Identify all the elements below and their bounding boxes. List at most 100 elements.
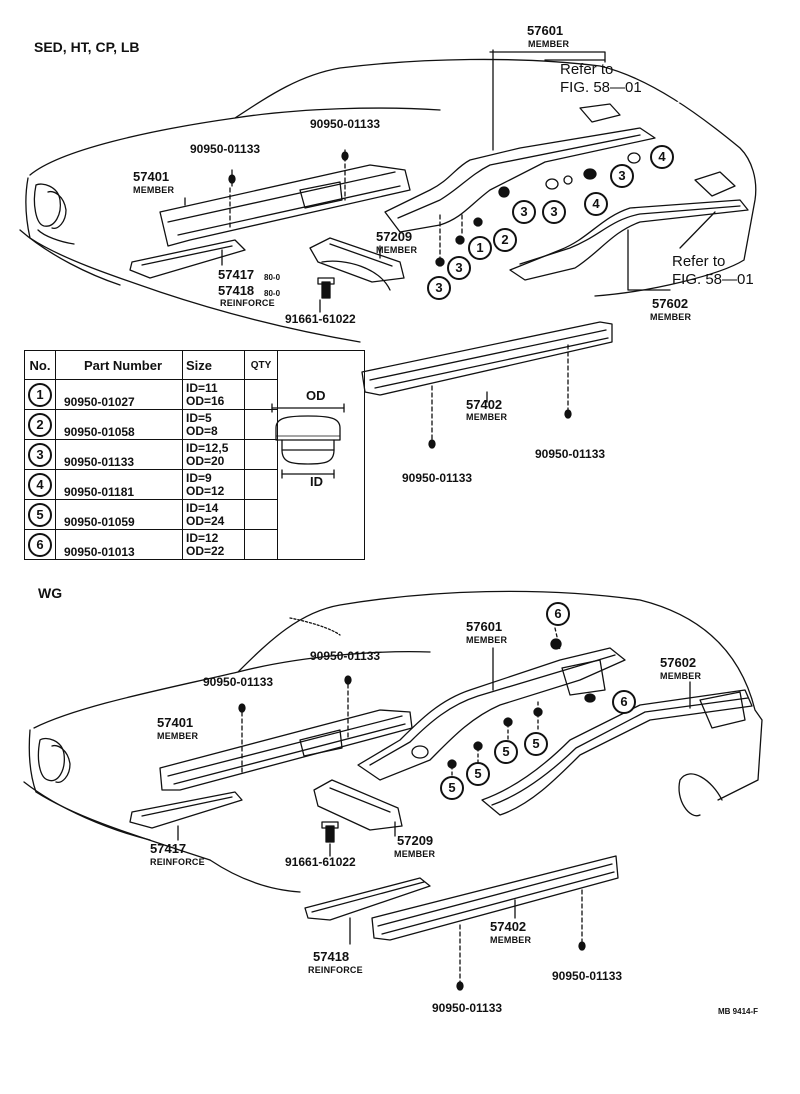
row-id-5: ID=14 bbox=[186, 500, 219, 515]
label-reinforce-top: REINFORCE bbox=[220, 298, 275, 308]
row-number-5: 5 bbox=[28, 502, 52, 527]
bottom-reinforce-57418 bbox=[304, 877, 431, 921]
label-57209-bottom-sub: MEMBER bbox=[394, 849, 436, 859]
label-90950-bottom-c: 90950-01133 bbox=[552, 969, 623, 983]
section-title-bottom: WG bbox=[38, 585, 63, 601]
label-57601-bottom-sub: MEMBER bbox=[466, 635, 508, 645]
col-no: No. bbox=[24, 350, 56, 380]
row-id-4: ID=9 bbox=[186, 470, 212, 485]
label-57418-top: 57418 bbox=[218, 283, 255, 298]
label-57417-bottom-sub: REINFORCE bbox=[150, 857, 205, 867]
label-57602-top-sub: MEMBER bbox=[650, 312, 692, 322]
top-member-57602 bbox=[509, 171, 749, 281]
callout-top-3e: 3 bbox=[427, 276, 451, 300]
row-part-3: 90950-01133 bbox=[55, 439, 183, 470]
top-member-57402 bbox=[361, 321, 613, 441]
top-member-57401 bbox=[159, 149, 411, 247]
label-57402-top: 57402 bbox=[466, 397, 503, 412]
figure-code: MB 9414-F bbox=[718, 1007, 759, 1016]
callout-top-4b: 4 bbox=[584, 192, 608, 216]
row-id-2: ID=5 bbox=[186, 410, 212, 425]
bottom-reinforce-57417 bbox=[129, 791, 243, 829]
top-grommets bbox=[228, 151, 597, 449]
top-reinforce-57417 bbox=[129, 239, 246, 279]
section-title-top: SED, HT, CP, LB bbox=[34, 39, 140, 55]
row-number-6: 6 bbox=[28, 532, 52, 557]
col-qty: QTY bbox=[244, 350, 278, 380]
label-57601-top-sub: MEMBER bbox=[528, 39, 570, 49]
bottom-member-57402 bbox=[371, 855, 619, 983]
callout-bottom-6b: 6 bbox=[612, 690, 636, 714]
label-57401-top-sub: MEMBER bbox=[133, 185, 175, 195]
label-90950-top-d: 90950-01133 bbox=[402, 471, 473, 485]
callout-top-3b: 3 bbox=[512, 200, 536, 224]
refer-to-1a: Refer to bbox=[560, 61, 614, 78]
callout-bottom-5c: 5 bbox=[466, 762, 490, 786]
label-57401-top: 57401 bbox=[133, 169, 170, 184]
row-id-6: ID=12 bbox=[186, 530, 219, 545]
label-57417-top: 57417 bbox=[218, 267, 255, 282]
row-od-1: OD=16 bbox=[186, 393, 225, 408]
row-number-1: 1 bbox=[28, 382, 52, 407]
label-57401-bottom-sub: MEMBER bbox=[157, 731, 199, 741]
row-number-4: 4 bbox=[28, 472, 52, 497]
callout-top-2: 2 bbox=[493, 228, 517, 252]
row-od-6: OD=22 bbox=[186, 543, 225, 558]
label-57402-bottom: 57402 bbox=[490, 919, 527, 934]
label-57601-top: 57601 bbox=[527, 23, 564, 38]
row-od-2: OD=8 bbox=[186, 423, 218, 438]
label-57402-bottom-sub: MEMBER bbox=[490, 935, 532, 945]
code-57417: 80-0 bbox=[264, 273, 281, 282]
row-part-6: 90950-01013 bbox=[55, 529, 183, 560]
top-bolt bbox=[317, 277, 335, 299]
col-size: Size bbox=[182, 350, 245, 380]
label-57417-bottom: 57417 bbox=[150, 841, 187, 856]
refer-to-2b: FIG. 58—01 bbox=[672, 271, 754, 288]
callout-top-3d: 3 bbox=[447, 256, 471, 280]
label-90950-top-b: 90950-01133 bbox=[190, 142, 261, 156]
callout-top-1: 1 bbox=[468, 236, 492, 260]
callout-top-4a: 4 bbox=[650, 145, 674, 169]
id-label: ID bbox=[310, 474, 323, 489]
code-57418: 80-0 bbox=[264, 289, 281, 298]
label-57418-bottom-sub: REINFORCE bbox=[308, 965, 363, 975]
callout-bottom-5b: 5 bbox=[494, 740, 518, 764]
refer-to-2a: Refer to bbox=[672, 253, 726, 270]
refer-to-1b: FIG. 58—01 bbox=[560, 79, 642, 96]
row-id-1: ID=11 bbox=[186, 380, 218, 395]
bottom-member-57209 bbox=[313, 779, 403, 831]
od-label: OD bbox=[306, 388, 326, 403]
row-part-5: 90950-01059 bbox=[55, 499, 183, 530]
grommet-parts-table: No. Part Number Size QTY OD ID 1 90950-0… bbox=[24, 350, 365, 560]
label-57209-bottom: 57209 bbox=[397, 833, 434, 848]
grommet-figure-cell: OD ID bbox=[277, 350, 365, 560]
row-od-5: OD=24 bbox=[186, 513, 225, 528]
top-car-outline bbox=[19, 58, 757, 343]
callout-top-3a: 3 bbox=[610, 164, 634, 188]
callout-bottom-5a: 5 bbox=[524, 732, 548, 756]
row-number-2: 2 bbox=[28, 412, 52, 437]
top-member-57209 bbox=[309, 237, 405, 291]
top-member-57601 bbox=[384, 103, 656, 233]
bottom-bolt bbox=[321, 821, 339, 843]
label-bolt-top: 91661-61022 bbox=[285, 312, 356, 326]
bottom-car-outline bbox=[23, 590, 763, 893]
label-90950-top-a: 90950-01133 bbox=[310, 117, 381, 131]
label-90950-bottom-b: 90950-01133 bbox=[203, 675, 274, 689]
label-90950-top-c: 90950-01133 bbox=[535, 447, 606, 461]
label-57418-bottom: 57418 bbox=[313, 949, 350, 964]
label-57209-top: 57209 bbox=[376, 229, 413, 244]
label-57602-bottom: 57602 bbox=[660, 655, 697, 670]
bottom-grommets bbox=[238, 638, 596, 991]
row-part-1: 90950-01027 bbox=[55, 379, 183, 410]
bottom-member-57601 bbox=[357, 647, 626, 781]
row-part-2: 90950-01058 bbox=[55, 409, 183, 440]
callout-bottom-6a: 6 bbox=[546, 602, 570, 626]
label-57401-bottom: 57401 bbox=[157, 715, 194, 730]
callout-top-3c: 3 bbox=[542, 200, 566, 224]
